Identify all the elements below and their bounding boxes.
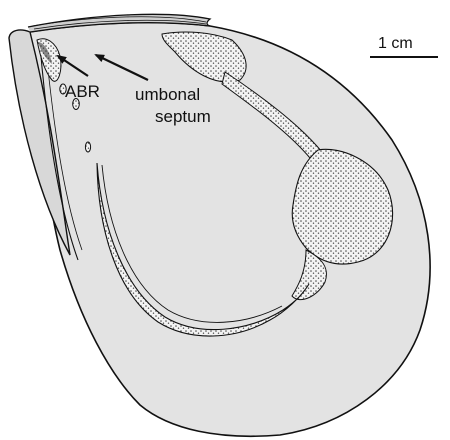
umbonal-septum-label-line2: septum [155, 107, 211, 126]
abr-label: ABR [65, 82, 100, 101]
scale-bar-label: 1 cm [378, 35, 413, 52]
umbonal-septum-label-line1: umbonal [135, 85, 200, 104]
septal-lens [85, 142, 90, 152]
